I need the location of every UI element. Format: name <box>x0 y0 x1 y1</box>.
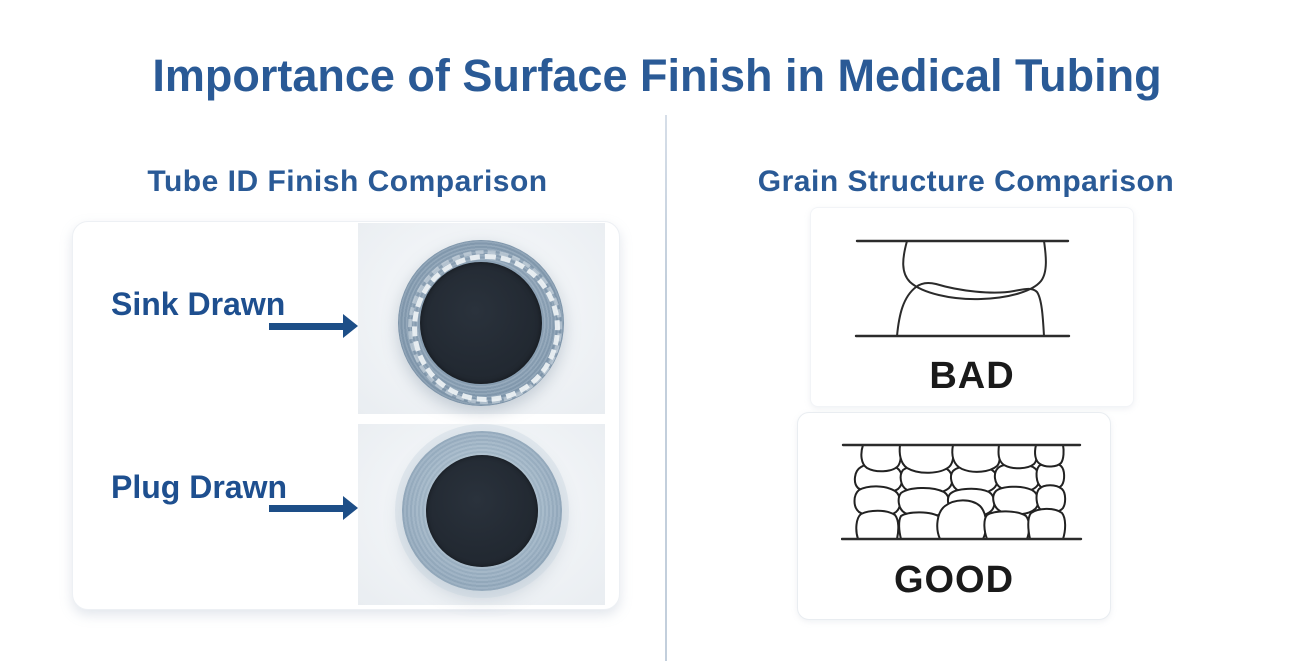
sink-drawn-tube-image <box>393 235 577 419</box>
sink-drawn-photo-tile <box>358 223 605 419</box>
bad-label: BAD <box>929 355 1015 397</box>
plug-drawn-photo-tile <box>358 424 605 605</box>
plug-drawn-label: Plug Drawn <box>111 469 288 505</box>
bad-grain-card: BAD <box>810 207 1134 407</box>
tube-bore <box>426 455 538 567</box>
good-grain-card: GOOD <box>797 412 1111 620</box>
tube-bore <box>420 262 542 384</box>
tube-finish-section-title: Tube ID Finish Comparison <box>147 165 548 198</box>
arrow-shaft <box>269 504 343 512</box>
fine-grain-diagram-icon <box>841 443 1083 541</box>
section-divider <box>665 115 667 661</box>
arrow-right-icon <box>269 496 358 520</box>
coarse-grain-diagram-icon <box>854 239 1071 338</box>
tube-comparison-card: Sink Drawn Plug Drawn <box>72 221 620 610</box>
arrow-head <box>343 314 358 338</box>
page-title: Importance of Surface Finish in Medical … <box>152 50 1162 101</box>
rough-inner-rim-highlight <box>412 254 560 402</box>
good-label: GOOD <box>893 559 1015 601</box>
plug-drawn-tube-image <box>402 431 562 591</box>
sink-drawn-label: Sink Drawn <box>111 286 286 322</box>
arrow-right-icon <box>269 314 358 338</box>
grain-structure-section-title: Grain Structure Comparison <box>757 165 1175 198</box>
arrow-shaft <box>269 322 343 330</box>
arrow-head <box>343 496 358 520</box>
